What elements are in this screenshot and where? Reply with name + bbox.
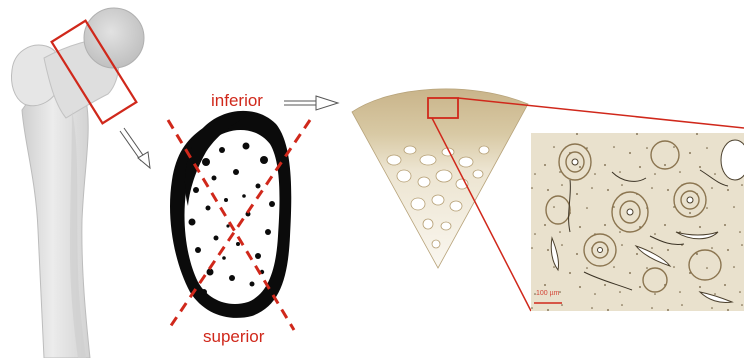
arrow-to-section	[120, 128, 150, 168]
scale-bar-label: 100 µm	[536, 290, 560, 297]
superior-label: superior	[203, 328, 264, 345]
femur-illustration	[12, 8, 145, 358]
arrow-to-histology	[284, 96, 338, 110]
histology-inset	[531, 133, 744, 311]
femur-head	[84, 8, 144, 68]
inferior-label: inferior	[211, 92, 263, 109]
histology-wedge	[352, 89, 528, 268]
neck-cross-section	[170, 111, 291, 318]
